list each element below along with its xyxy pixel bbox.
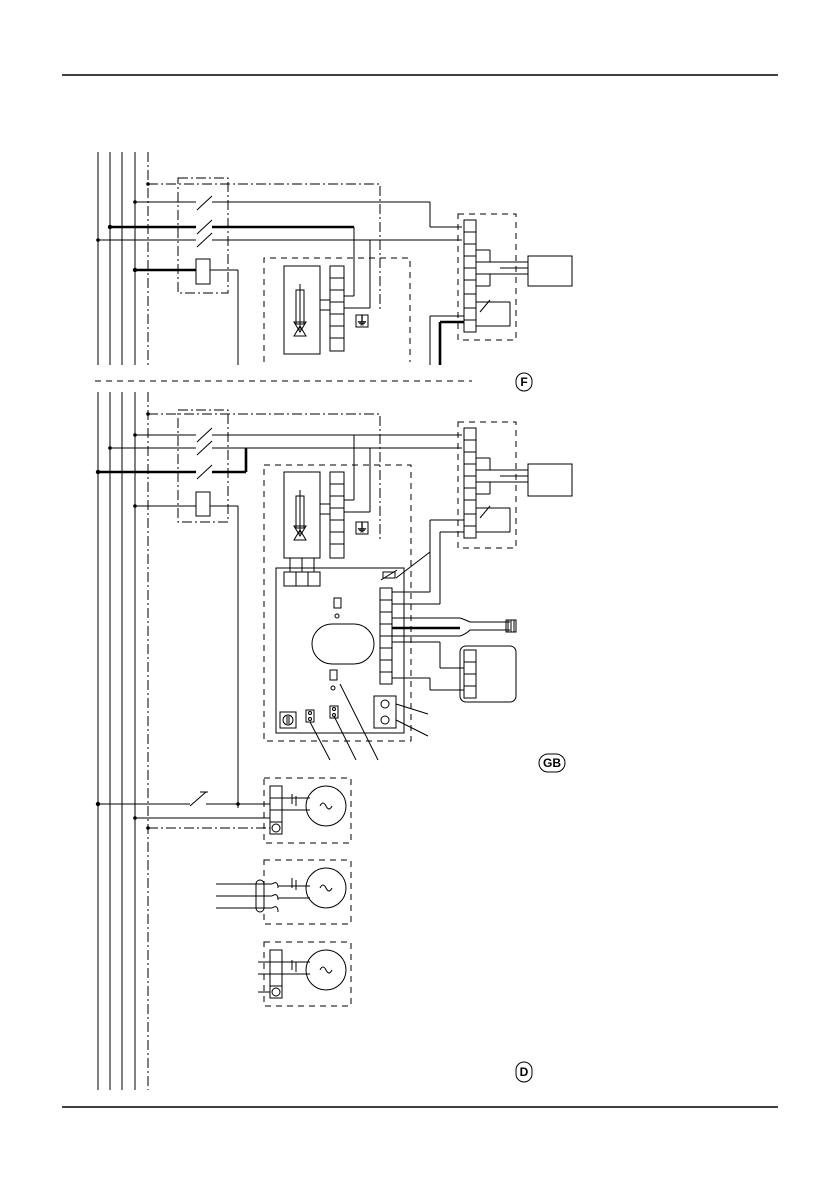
svg-text:D: D xyxy=(520,1065,529,1079)
section-f: ⏚ xyxy=(96,178,572,365)
svg-text:GB: GB xyxy=(543,756,561,770)
bus-bars xyxy=(98,152,148,1090)
section-gb: ⏚ xyxy=(96,410,572,808)
ground-symbol: ⏚ xyxy=(356,314,368,328)
region-label-gb: GB xyxy=(539,754,565,772)
svg-text:F: F xyxy=(520,375,527,389)
region-label-f: F xyxy=(516,373,532,391)
ground-symbol: ⏚ xyxy=(356,521,368,535)
motor-1 xyxy=(96,778,351,843)
motor-3 xyxy=(258,942,351,1006)
motor-2 xyxy=(216,860,351,924)
region-label-d: D xyxy=(516,1062,532,1082)
